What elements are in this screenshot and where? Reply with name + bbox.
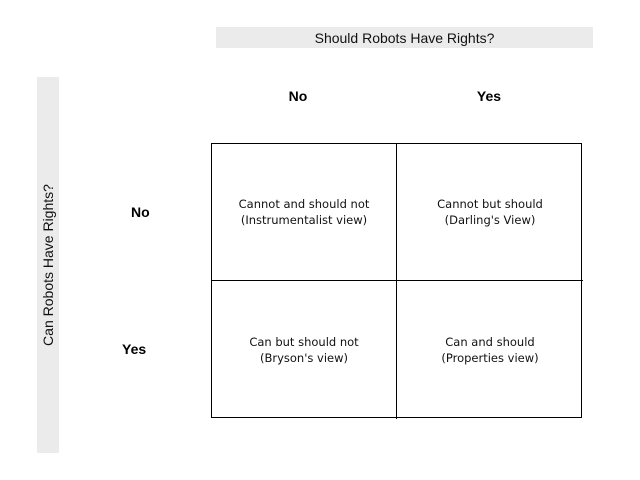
matrix-grid: Cannot and should not (Instrumentalist v… [211,143,583,419]
cell-view: (Properties view) [441,351,539,365]
cell-can-but-should-not: Can but should not (Bryson's view) [212,281,397,419]
row-header-yes: Yes [122,341,147,357]
cell-view: (Darling's View) [444,213,536,227]
cell-label: Cannot but should [437,197,543,211]
cell-cannot-should-not: Cannot and should not (Instrumentalist v… [212,144,397,281]
y-axis-title-band: Can Robots Have Rights? [37,77,59,453]
row-header-no: No [131,204,150,220]
x-axis-title: Should Robots Have Rights? [314,29,495,46]
column-header-no: No [288,88,308,104]
cell-view: (Instrumentalist view) [240,213,368,227]
cell-label: Can but should not [249,335,359,349]
cell-label: Cannot and should not [238,197,370,211]
x-axis-title-band: Should Robots Have Rights? [216,27,593,48]
cell-cannot-but-should: Cannot but should (Darling's View) [397,144,583,281]
cell-label: Can and should [445,335,535,349]
cell-view: (Bryson's view) [259,351,348,365]
cell-can-and-should: Can and should (Properties view) [397,281,583,419]
y-axis-title: Can Robots Have Rights? [40,184,56,346]
column-header-yes: Yes [476,88,502,104]
